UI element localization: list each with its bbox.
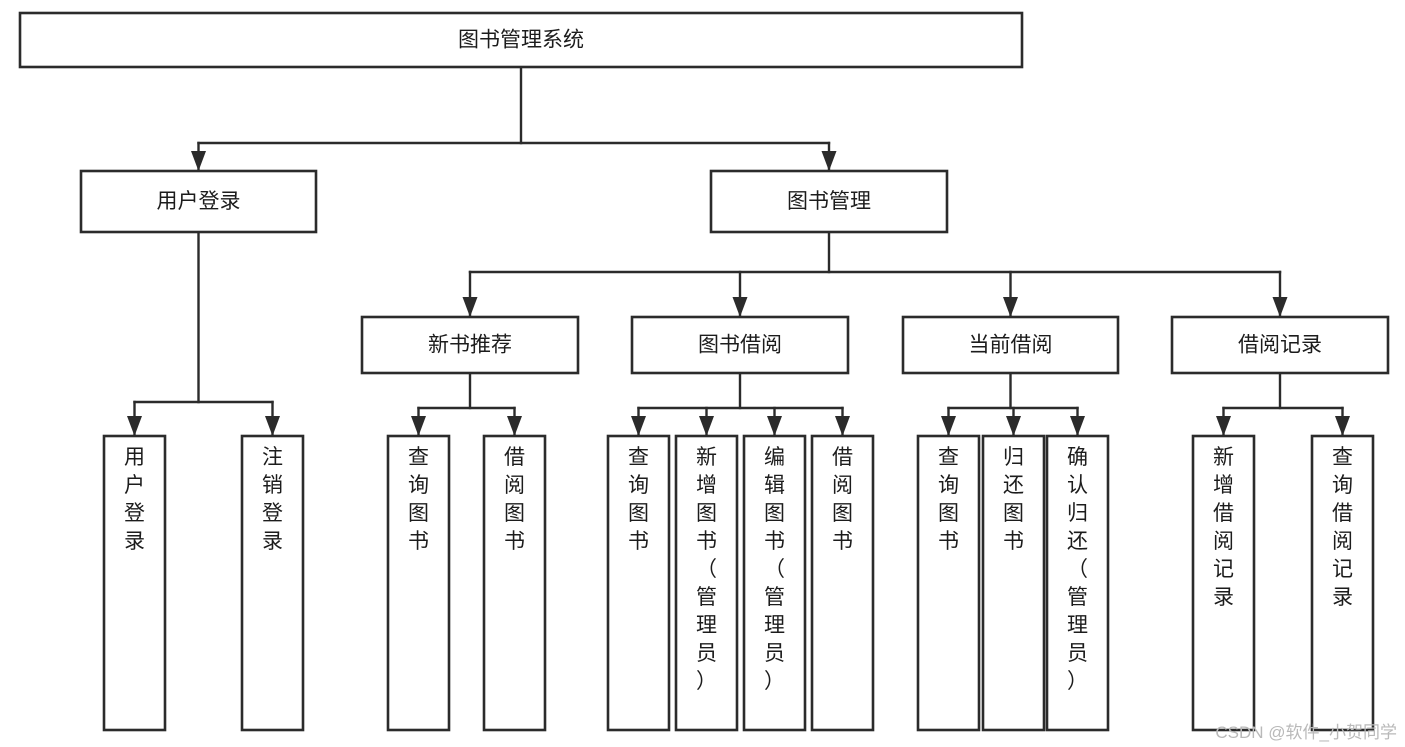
arrow-head-icon (732, 297, 748, 317)
node-label-add-book-admin: 新增图书（管理员） (696, 446, 717, 693)
node-label-add-borrow-record: 新增借阅记录 (1213, 446, 1234, 609)
node-box-root (18, 11, 1024, 69)
arrow-head-icon (941, 416, 956, 436)
node-label-book-borrow: 图书借阅 (698, 334, 782, 357)
node-new-book-recommend[interactable]: 新书推荐 (360, 315, 580, 375)
arrow-head-icon (1335, 416, 1350, 436)
node-box-return-book (981, 434, 1046, 732)
node-box-user-logout (240, 434, 305, 732)
arrow-head-icon (411, 416, 426, 436)
node-query-borrow-record[interactable]: 查询借阅记录 (1310, 434, 1375, 732)
node-user-logout[interactable]: 注销登录 (240, 434, 305, 732)
node-box-borrow-record (1170, 315, 1390, 375)
node-borrow-record[interactable]: 借阅记录 (1170, 315, 1390, 375)
node-box-borrow-book-1 (482, 434, 547, 732)
node-layer: 图书管理系统用户登录用户登录注销登录图书管理新书推荐查询图书借阅图书图书借阅查询… (18, 11, 1390, 732)
arrow-head-icon (1216, 416, 1231, 436)
node-borrow-book-1[interactable]: 借阅图书 (482, 434, 547, 732)
node-borrow-book-2[interactable]: 借阅图书 (810, 434, 875, 732)
watermark-label: CSDN @软件_小贺同学 (1215, 723, 1397, 742)
node-label-query-book-3: 查询图书 (938, 446, 959, 553)
arrow-head-icon (1006, 416, 1021, 436)
node-return-book[interactable]: 归还图书 (981, 434, 1046, 732)
node-label-edit-book-admin: 编辑图书（管理员） (764, 446, 785, 693)
node-box-query-book-1 (386, 434, 451, 732)
node-label-book-manage: 图书管理 (787, 190, 871, 213)
arrow-head-icon (821, 151, 837, 171)
node-label-user-logout: 注销登录 (262, 446, 283, 553)
node-box-user-login-do (102, 434, 167, 732)
node-box-user-login (79, 169, 318, 234)
node-label-new-book-recommend: 新书推荐 (428, 334, 512, 357)
node-box-borrow-book-2 (810, 434, 875, 732)
node-box-book-manage (709, 169, 949, 234)
node-box-new-book-recommend (360, 315, 580, 375)
node-box-query-book-3 (916, 434, 981, 732)
node-label-return-book: 归还图书 (1003, 446, 1024, 553)
arrow-head-icon (191, 151, 206, 171)
node-label-current-borrow: 当前借阅 (969, 334, 1053, 357)
arrow-head-icon (1003, 297, 1018, 317)
node-query-book-2[interactable]: 查询图书 (606, 434, 671, 732)
node-label-borrow-book-2: 借阅图书 (832, 446, 853, 553)
node-user-login-do[interactable]: 用户登录 (102, 434, 167, 732)
node-add-book-admin[interactable]: 新增图书（管理员） (674, 434, 739, 732)
node-label-query-book-1: 查询图书 (408, 446, 429, 553)
node-box-current-borrow (901, 315, 1120, 375)
node-label-user-login: 用户登录 (157, 190, 241, 213)
arrow-head-icon (699, 416, 714, 436)
node-label-query-book-2: 查询图书 (628, 446, 649, 553)
arrow-head-icon (1272, 297, 1288, 317)
node-user-login[interactable]: 用户登录 (79, 169, 318, 234)
connector-layer (127, 65, 1350, 438)
node-box-query-book-2 (606, 434, 671, 732)
node-label-borrow-book-1: 借阅图书 (504, 446, 525, 553)
node-root[interactable]: 图书管理系统 (18, 11, 1024, 69)
node-query-book-3[interactable]: 查询图书 (916, 434, 981, 732)
node-label-root: 图书管理系统 (458, 29, 584, 52)
node-box-add-book-admin (674, 434, 739, 732)
arrow-head-icon (127, 416, 142, 436)
arrow-head-icon (507, 416, 522, 436)
node-query-book-1[interactable]: 查询图书 (386, 434, 451, 732)
arrow-head-icon (265, 416, 280, 436)
node-label-query-borrow-record: 查询借阅记录 (1332, 446, 1353, 609)
node-confirm-return-admin[interactable]: 确认归还（管理员） (1045, 434, 1110, 732)
node-box-confirm-return-admin (1045, 434, 1110, 732)
node-box-add-borrow-record (1191, 434, 1256, 732)
node-box-query-borrow-record (1310, 434, 1375, 732)
arrow-head-icon (462, 297, 478, 317)
node-add-borrow-record[interactable]: 新增借阅记录 (1191, 434, 1256, 732)
node-box-edit-book-admin (742, 434, 807, 732)
arrow-head-icon (1070, 416, 1085, 436)
node-label-borrow-record: 借阅记录 (1238, 334, 1322, 357)
node-book-borrow[interactable]: 图书借阅 (630, 315, 850, 375)
node-book-manage[interactable]: 图书管理 (709, 169, 949, 234)
node-edit-book-admin[interactable]: 编辑图书（管理员） (742, 434, 807, 732)
node-label-user-login-do: 用户登录 (124, 446, 145, 553)
node-box-book-borrow (630, 315, 850, 375)
node-current-borrow[interactable]: 当前借阅 (901, 315, 1120, 375)
arrow-head-icon (631, 416, 646, 436)
arrow-head-icon (835, 416, 850, 436)
node-label-confirm-return-admin: 确认归还（管理员） (1067, 446, 1088, 693)
arrow-head-icon (767, 416, 782, 436)
